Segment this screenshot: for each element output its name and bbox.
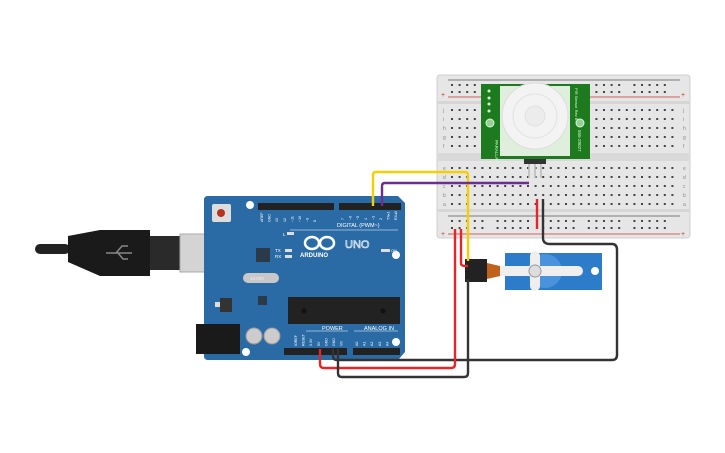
wire-yellow-signal[interactable] [371, 170, 470, 261]
pin-label: A0 [355, 342, 359, 346]
rail-plus-label: + [681, 231, 685, 238]
row-letter: d [683, 175, 686, 181]
pin-label: ~5 [356, 216, 360, 220]
power-label: POWER [322, 326, 343, 332]
row-letter: d [443, 175, 446, 181]
pin-label: A1 [363, 342, 367, 346]
arduino-model: UNO [345, 239, 370, 251]
pin-label: 2 [379, 218, 383, 220]
svg-text:16.000: 16.000 [250, 276, 264, 281]
pin-label: Vin [340, 341, 344, 346]
pin-label: 12 [283, 218, 287, 222]
row-letter: f [443, 144, 445, 150]
row-letter: i [683, 117, 684, 123]
power-jack [196, 324, 240, 354]
crystal [243, 273, 279, 283]
led-l-label: L [283, 232, 286, 237]
rail-plus-label: + [441, 231, 445, 238]
pin-label: 8 [313, 220, 317, 222]
pin-label: A4 [385, 342, 389, 346]
row-letter: e [683, 166, 686, 172]
pir-brand: PARALLAX [494, 140, 499, 163]
arduino-logo [303, 235, 336, 251]
analog-label: ANALOG IN [364, 326, 394, 332]
pin-label: 5V [317, 341, 321, 346]
row-letter: c [443, 184, 446, 190]
pin-label: 7 [341, 218, 345, 220]
row-letter: f [683, 144, 685, 150]
pin-label: A3 [378, 342, 382, 346]
wire-red-5v[interactable] [318, 229, 457, 370]
pin-label: IOREF [294, 334, 298, 346]
digital-label: DIGITAL (PWM~) [337, 223, 380, 229]
rail-plus-label: + [441, 92, 445, 99]
led-tx-label: TX [275, 248, 281, 253]
row-letter: c [683, 184, 686, 190]
reset-button[interactable] [217, 209, 225, 217]
row-letter: b [683, 193, 686, 199]
usb-cable[interactable] [35, 230, 225, 276]
wire-red-servo-vcc[interactable] [459, 229, 468, 268]
pin-label: RESET [302, 333, 306, 346]
row-letter: i [443, 117, 444, 123]
pin-label: ~9 [306, 218, 310, 222]
wire-black-servo-gnd[interactable] [336, 279, 470, 379]
pin-label: A5 [393, 342, 397, 346]
pin-label: ~3 [371, 216, 375, 220]
row-letter: e [443, 166, 446, 172]
row-letter: b [443, 193, 446, 199]
led-on-label: ON [391, 248, 397, 253]
row-letter: j [442, 108, 444, 114]
row-letter: h [443, 126, 446, 132]
row-letter: a [443, 202, 446, 208]
pin-label: GND [324, 338, 328, 346]
micro-servo[interactable] [465, 251, 602, 291]
pin-label: A2 [370, 342, 374, 346]
pin-label: RX◂0 [394, 211, 398, 220]
pin-label: ~6 [349, 216, 353, 220]
pin-label: 3.3V [309, 338, 313, 346]
pin-label: 13 [275, 218, 279, 222]
pir-rev: PIR Sensor Rev B [574, 88, 579, 121]
wire-purple-pir-out[interactable] [380, 181, 529, 206]
pin-label: GND [268, 214, 272, 222]
pir-part: 555-28027 [577, 130, 582, 152]
pin-label: GND [332, 338, 336, 346]
wire-black-gnd[interactable] [331, 199, 619, 362]
servo-connector [465, 259, 487, 282]
row-letter: j [682, 108, 684, 114]
arduino-brand: ARDUINO [300, 253, 328, 259]
pin-label: AREF [260, 212, 264, 222]
pir-sensor[interactable]: PARALLAX 555-28027 PIR Sensor Rev B [481, 82, 590, 178]
rail-plus-label: + [681, 92, 685, 99]
pin-label: 4 [364, 218, 368, 220]
pin-label: TX▸1 [387, 212, 391, 220]
led-rx-label: RX [275, 254, 281, 259]
row-letter: a [683, 202, 686, 208]
row-letter: g [443, 135, 446, 141]
row-letter: h [683, 126, 686, 132]
usb-icon [106, 245, 132, 260]
pin-label: ~10 [298, 216, 302, 222]
pin-label: ~11 [290, 216, 294, 222]
row-letter: g [683, 135, 686, 141]
